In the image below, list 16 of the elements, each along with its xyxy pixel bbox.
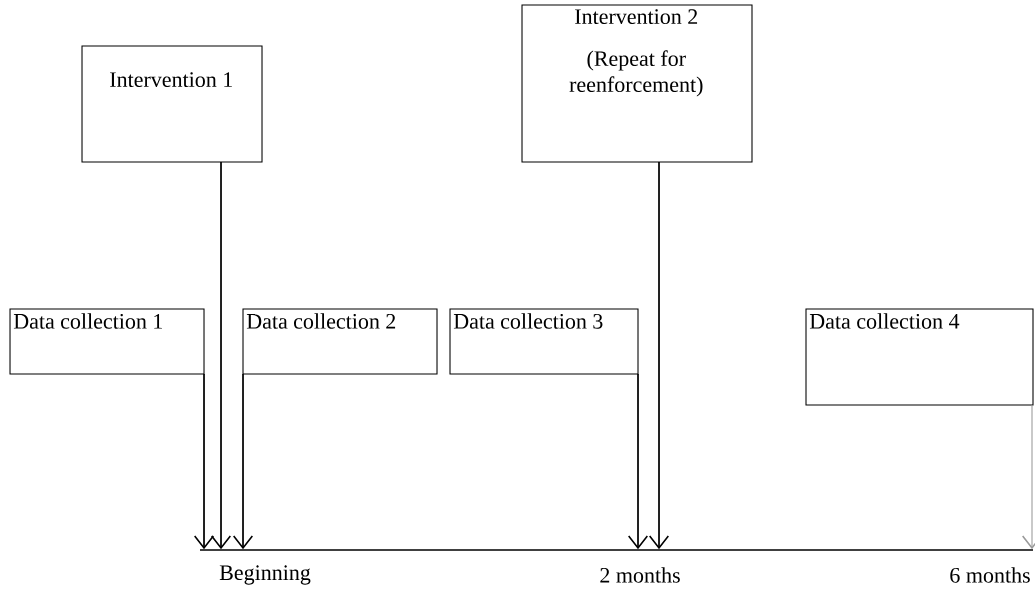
intervention-box: Intervention 2 (Repeat for reenforcement) — [521, 4, 753, 163]
arrow — [648, 161, 670, 550]
arrow — [627, 373, 649, 550]
arrow — [210, 161, 232, 550]
arrow — [193, 373, 215, 550]
time-label: 2 months — [600, 567, 680, 583]
arrow — [232, 373, 254, 550]
data-collection-box: Data collection 4 — [805, 308, 1034, 406]
arrow — [1021, 404, 1035, 550]
intervention-box: Intervention 1 — [81, 45, 263, 163]
data-collection-box: Data collection 1 — [9, 308, 205, 375]
time-label: Beginning — [219, 565, 311, 585]
time-label: 6 months — [950, 567, 1030, 583]
data-collection-box: Data collection 3 — [449, 308, 639, 375]
data-collection-box: Data collection 2 — [242, 308, 438, 375]
timeline — [200, 549, 1033, 551]
